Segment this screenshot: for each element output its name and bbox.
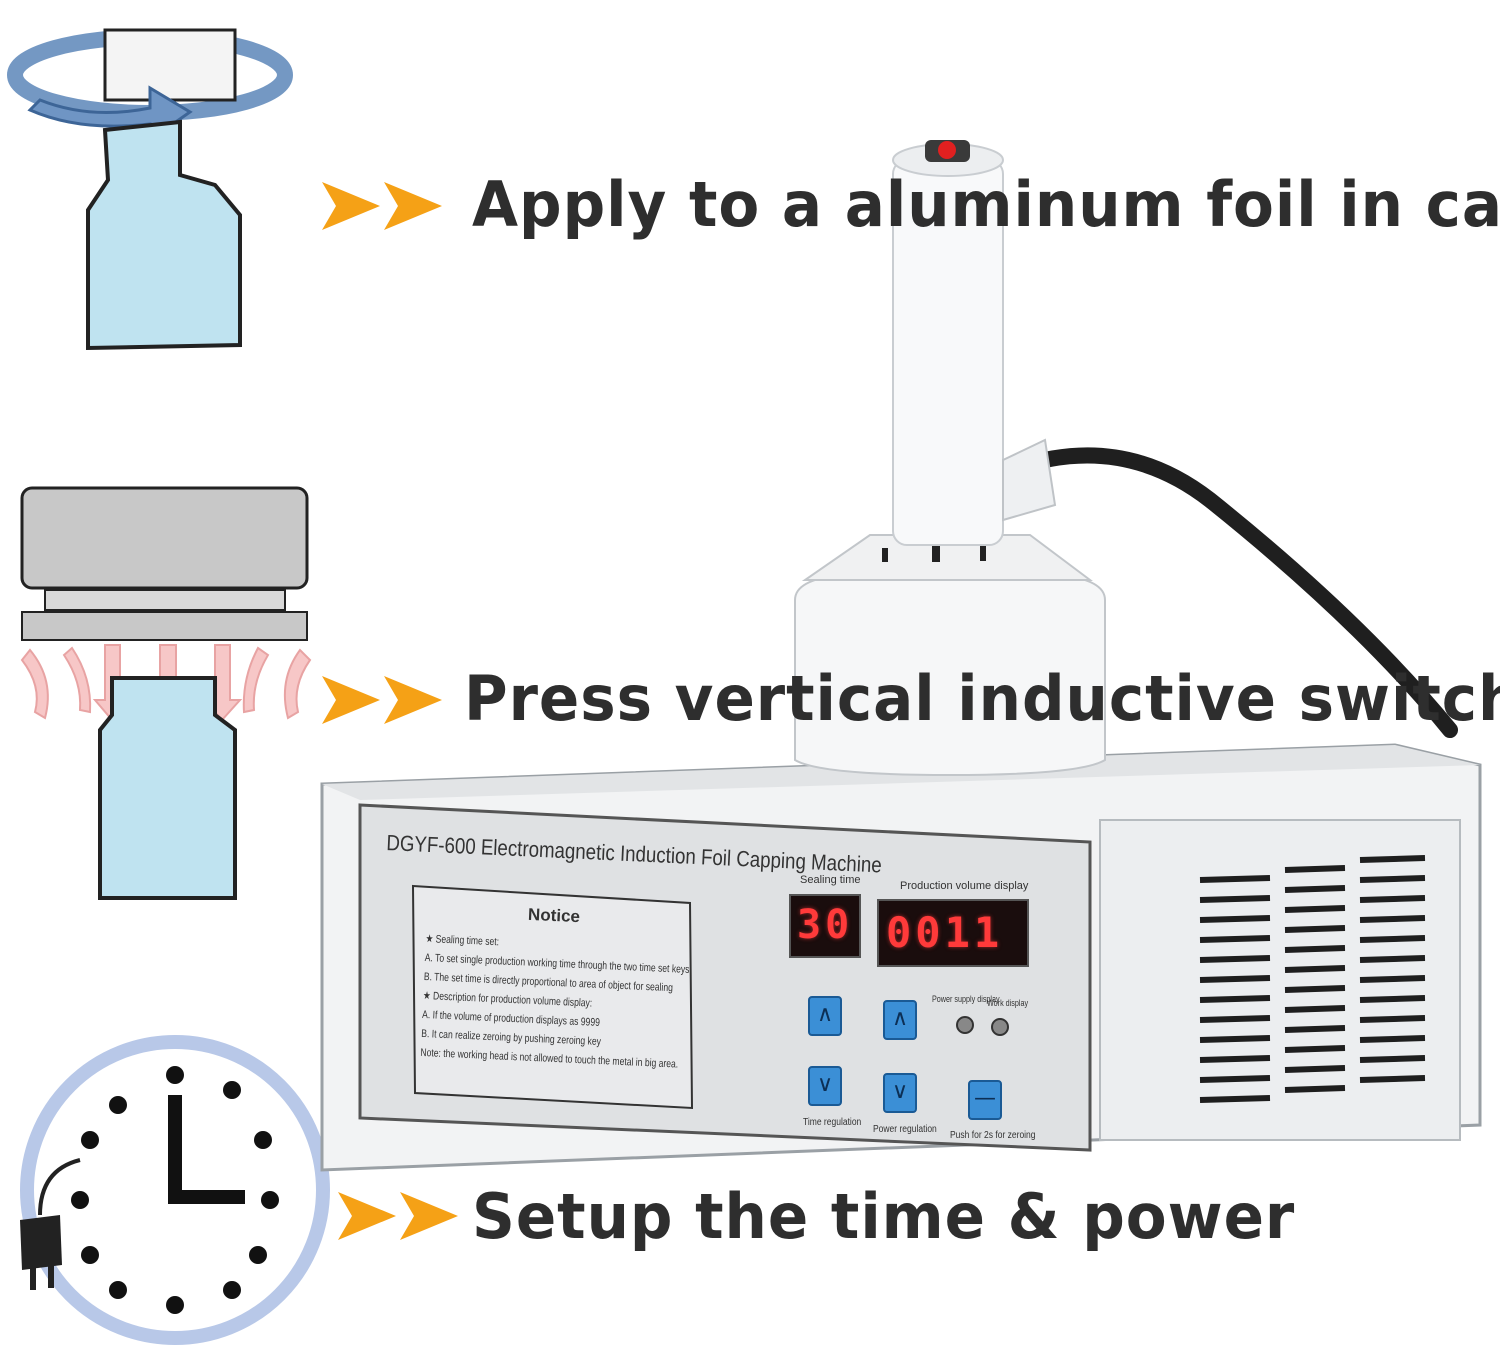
notice-lines: ★ Sealing time set: A. To set single pro… <box>420 930 690 1072</box>
power-down-button[interactable]: ∨ <box>883 1073 917 1113</box>
zeroing-label: Push for 2s for zeroing <box>950 1130 1036 1141</box>
power-regulation-label: Power regulation <box>873 1124 937 1135</box>
sealing-time-label: Sealing time <box>800 874 861 886</box>
time-regulation-label: Time regulation <box>803 1117 862 1128</box>
double-chevron-icon <box>322 182 442 230</box>
time-down-button[interactable]: ∨ <box>808 1066 842 1106</box>
step-3-text: Setup the time & power <box>472 1180 1296 1253</box>
work-display-label: Work display <box>987 998 1029 1008</box>
power-supply-label: Power supply display <box>932 994 1000 1004</box>
zeroing-button[interactable]: — <box>968 1080 1002 1120</box>
double-chevron-icon <box>338 1192 458 1240</box>
step-2-text: Press vertical inductive switch <box>464 662 1500 735</box>
power-up-button[interactable]: ∧ <box>883 1000 917 1040</box>
production-volume-display: 0011 <box>886 908 1004 957</box>
clock-icon <box>20 1035 330 1345</box>
left-illustrations <box>7 28 330 1345</box>
cap-rotation-illustration <box>7 28 293 351</box>
sealing-time-display: 30 <box>797 902 854 948</box>
step-1-text: Apply to a aluminum foil in cap <box>472 168 1500 241</box>
induction-head-illustration <box>20 486 312 900</box>
double-chevron-icon <box>322 676 442 724</box>
notice-heading: Notice <box>527 904 581 927</box>
production-volume-label: Production volume display <box>900 880 1029 892</box>
machine-illustration <box>320 140 1482 1172</box>
time-up-button[interactable]: ∧ <box>808 996 842 1036</box>
